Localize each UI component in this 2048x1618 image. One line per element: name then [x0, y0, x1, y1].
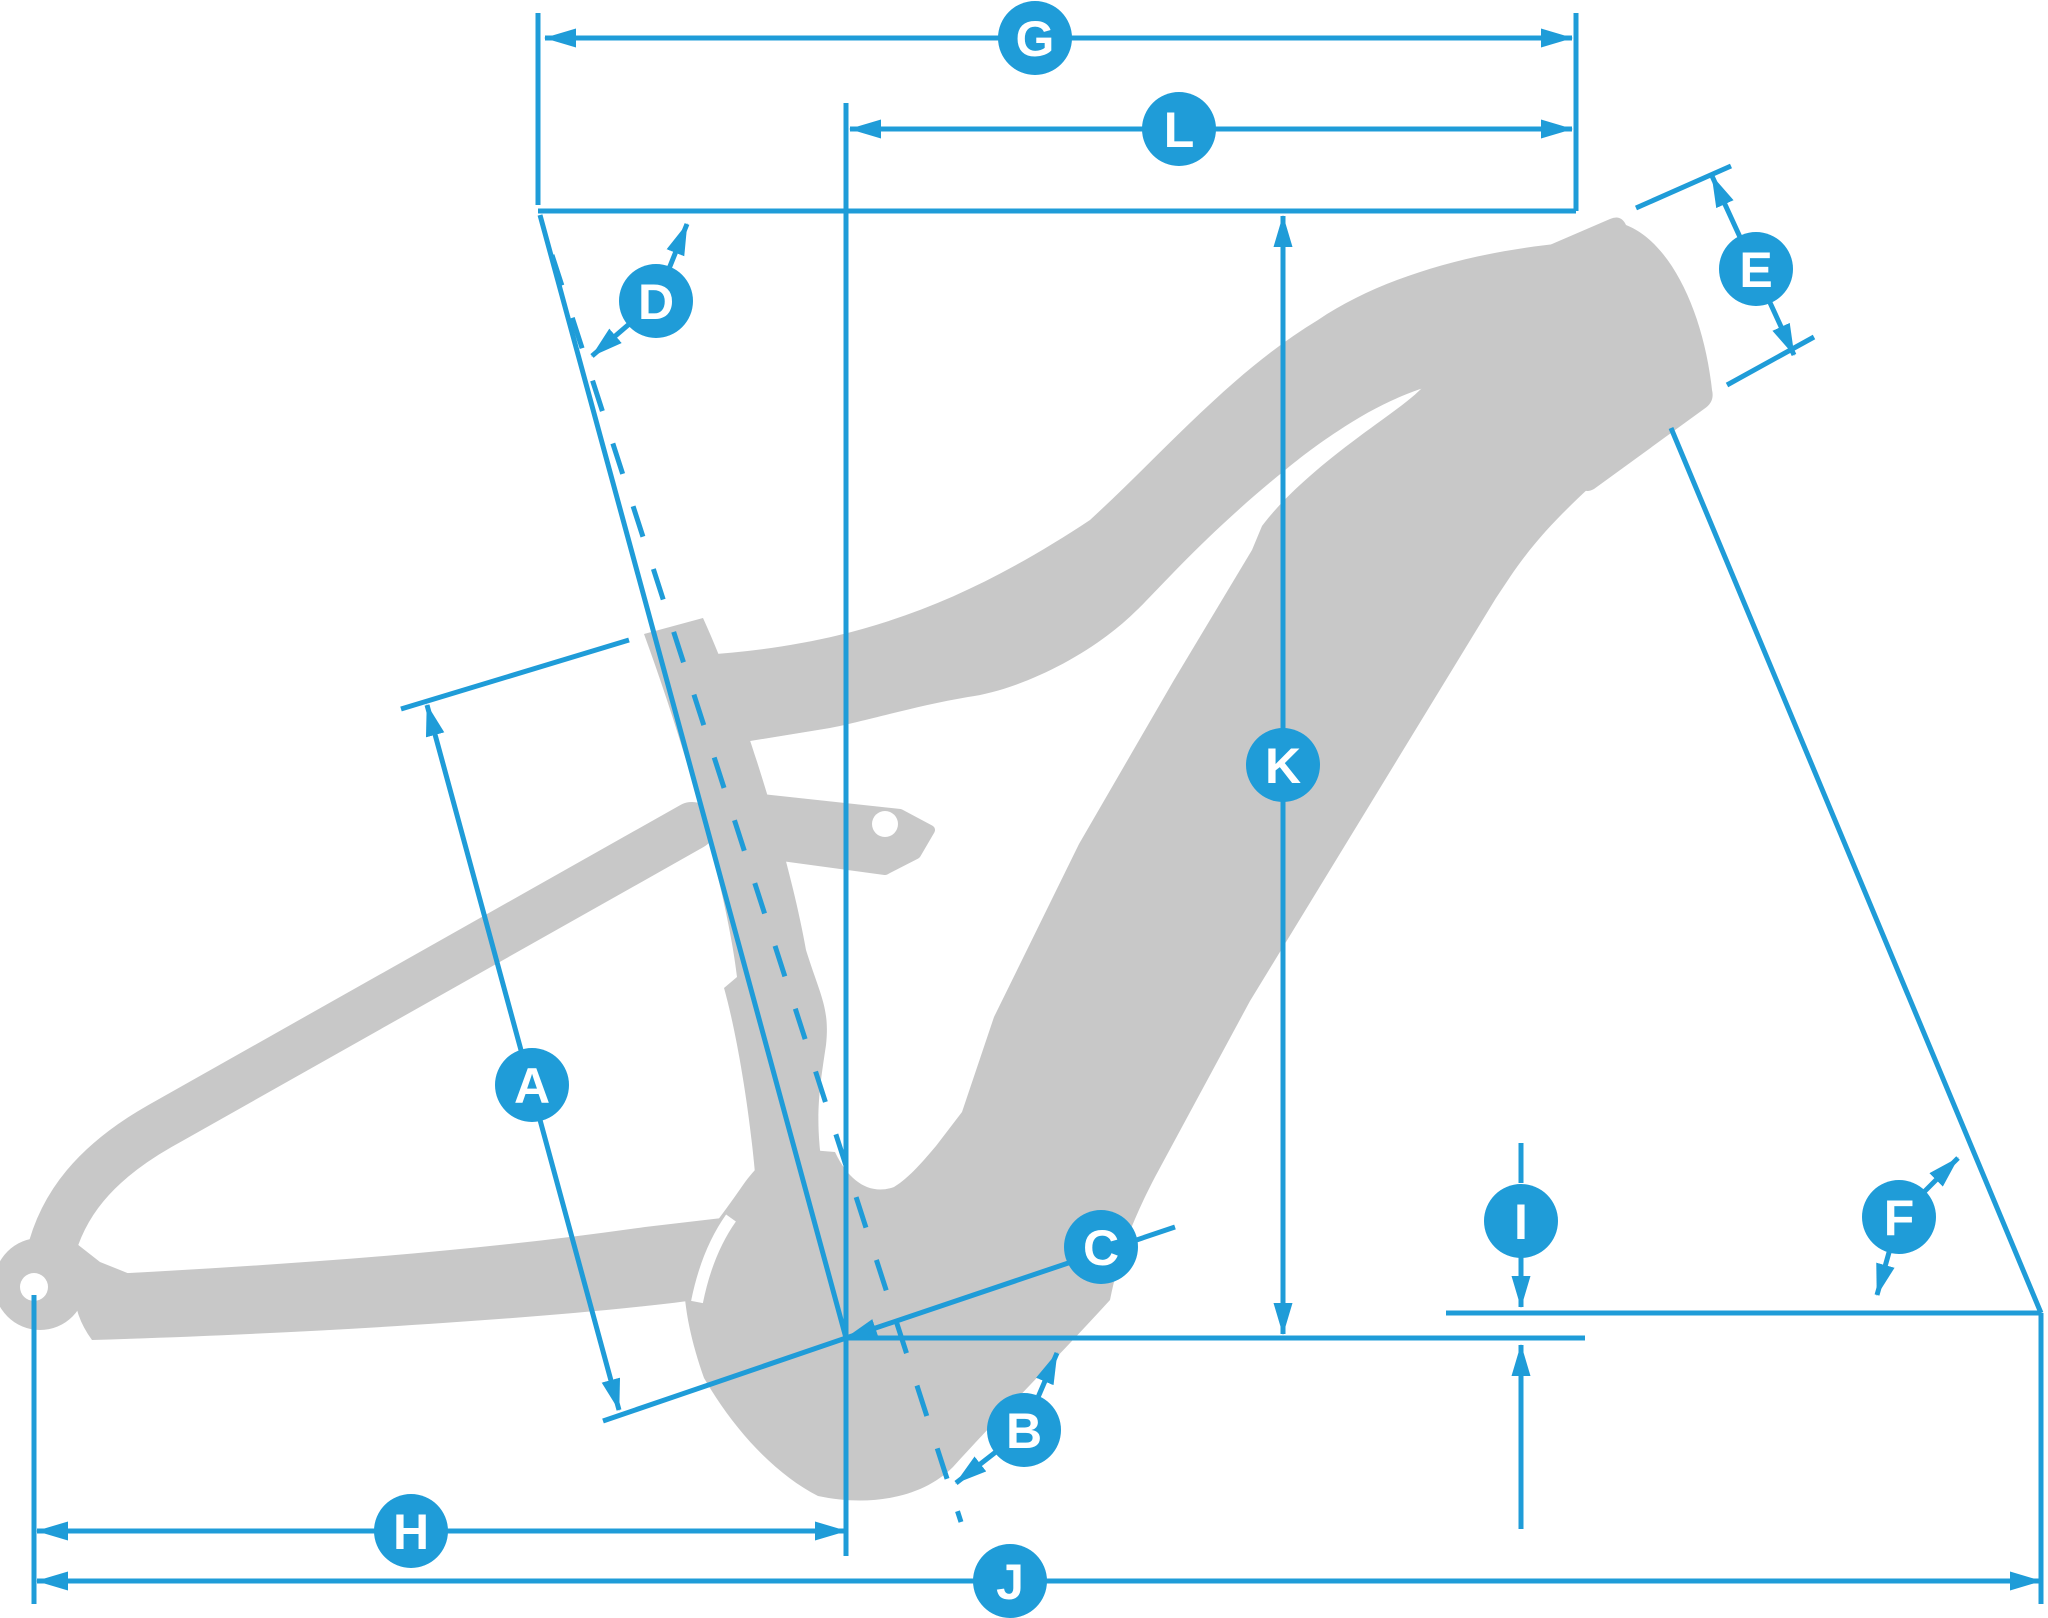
- svg-text:K: K: [1265, 738, 1301, 794]
- svg-text:I: I: [1514, 1194, 1528, 1250]
- svg-text:H: H: [393, 1504, 429, 1560]
- svg-text:G: G: [1016, 11, 1055, 67]
- svg-text:C: C: [1083, 1220, 1119, 1276]
- svg-text:E: E: [1739, 242, 1772, 298]
- svg-text:J: J: [996, 1554, 1024, 1610]
- svg-text:L: L: [1164, 102, 1195, 158]
- svg-text:B: B: [1006, 1403, 1042, 1459]
- svg-text:D: D: [638, 274, 674, 330]
- svg-text:A: A: [514, 1058, 550, 1114]
- svg-text:F: F: [1884, 1190, 1915, 1246]
